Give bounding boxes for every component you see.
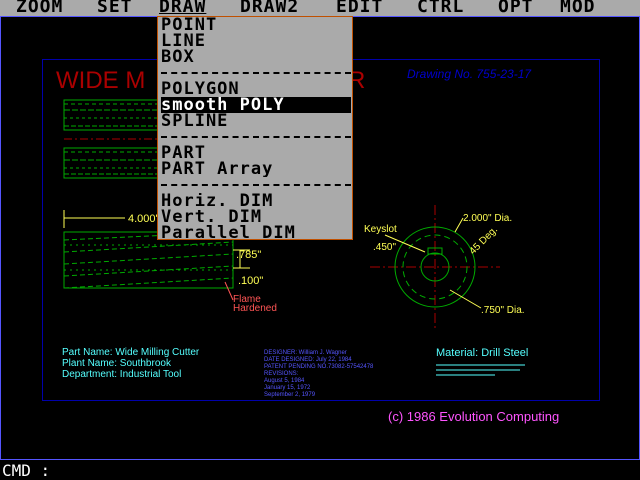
part-name: Part Name: Wide Milling Cutter: [62, 347, 200, 358]
command-line[interactable]: CMD :: [0, 462, 640, 480]
material: Material: Drill Steel: [436, 347, 528, 359]
menu-zoom[interactable]: ZOOM: [16, 0, 64, 17]
revisions-label: REVISIONS:: [264, 371, 299, 377]
dim-750-label: .750" Dia.: [481, 305, 525, 316]
date-designed: DATE DESIGNED: July 22, 1984: [264, 357, 352, 363]
menu-set[interactable]: SET: [97, 0, 133, 17]
cutter-top-view: [63, 99, 160, 179]
plant-name: Plant Name: Southbrook: [62, 358, 172, 369]
menu-item-spline[interactable]: SPLINE: [161, 113, 229, 129]
patent: PATENT PENDING NO.73082-57542478: [264, 364, 374, 370]
dim-2000-label: 2.000" Dia.: [463, 213, 512, 224]
flame-label: Flame: [233, 294, 261, 305]
menu-ctrl[interactable]: CTRL: [417, 0, 465, 17]
menu-edit[interactable]: EDIT: [336, 0, 384, 17]
menu-item-point[interactable]: POINT: [161, 17, 218, 33]
menu-separator: [161, 72, 351, 76]
revision-2: January 15, 1972: [264, 385, 311, 391]
cutter-end-view: [370, 205, 500, 330]
menu-item-vert-dim[interactable]: Vert. DIM: [161, 209, 263, 225]
dim-4000-label: 4.000": [128, 213, 160, 225]
menu-item-line[interactable]: LINE: [161, 33, 206, 49]
menu-item-horiz-dim[interactable]: Horiz. DIM: [161, 193, 274, 209]
menu-item-polygon[interactable]: POLYGON: [161, 81, 240, 97]
keyslot-label: Keyslot: [364, 224, 397, 235]
menu-bar: ZOOM SET DRAW DRAW2 EDIT CTRL OPT MOD: [0, 0, 640, 16]
dim-100-label: .100": [238, 275, 263, 287]
menu-item-part[interactable]: PART: [161, 145, 206, 161]
designer: DESIGNER: William J. Wagner: [264, 350, 347, 356]
drawing-title: WIDE M: [56, 67, 145, 94]
menu-separator: [161, 184, 351, 188]
copyright: (c) 1986 Evolution Computing: [388, 409, 559, 424]
revision-3: September 2, 1979: [264, 392, 316, 398]
dim-45-label: 45 Deg.: [468, 224, 501, 257]
hardened-label: Hardened: [233, 303, 277, 314]
draw-menu-dropdown: POINT LINE BOX POLYGON smooth POLY SPLIN…: [157, 16, 353, 241]
menu-item-smooth-poly[interactable]: smooth POLY: [161, 97, 351, 113]
menu-item-part-array[interactable]: PART Array: [161, 161, 274, 177]
revision-1: August 5, 1984: [264, 378, 305, 384]
cmd-prompt: CMD :: [2, 461, 51, 480]
menu-item-parallel-dim[interactable]: Parallel DIM: [161, 225, 296, 241]
menu-mod[interactable]: MOD: [560, 0, 596, 17]
menu-separator: [161, 136, 351, 140]
menu-item-box[interactable]: BOX: [161, 49, 195, 65]
menu-opt[interactable]: OPT: [498, 0, 534, 17]
menu-draw2[interactable]: DRAW2: [240, 0, 300, 17]
dim-450-label: .450": [373, 242, 396, 253]
department: Department: Industrial Tool: [62, 369, 181, 380]
dim-785-label: .785": [236, 249, 261, 261]
menu-draw[interactable]: DRAW: [159, 0, 207, 17]
drawing-number: Drawing No. 755-23-17: [407, 67, 532, 81]
cutter-side-view: [63, 231, 234, 289]
material-underlines: [436, 364, 525, 376]
